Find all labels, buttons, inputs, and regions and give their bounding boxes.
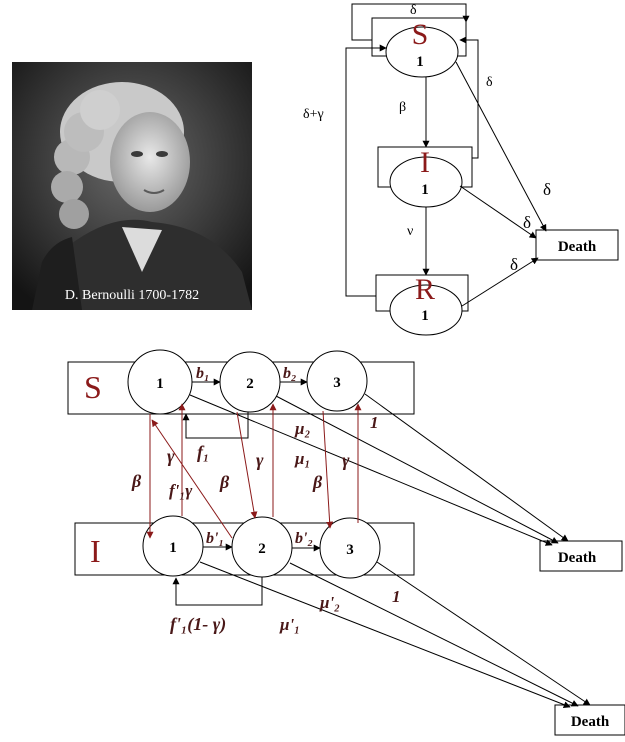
model1-s-death-arrow: [455, 61, 547, 232]
model2-rate-beta-3: β: [312, 472, 323, 492]
model1-s-index: 1: [416, 54, 424, 70]
model2-rate-mu1: μ₁: [294, 449, 310, 468]
model2-s-node-3-label: 3: [333, 375, 341, 391]
model2-rate-gamma-3: γ: [342, 450, 350, 470]
model2-rate-bp2: b'₂: [295, 530, 313, 547]
model2-fp1gamma-arrow: [151, 419, 233, 539]
model1-rate-s-death: δ: [543, 180, 551, 199]
model2-s-node-1-label: 1: [156, 376, 164, 392]
model2-rate-mup2: μ'₂: [319, 593, 340, 612]
model1-i-letter: I: [420, 146, 430, 179]
model2-rate-gamma-2: γ: [256, 450, 264, 470]
portrait-caption: D. Bernoulli 1700-1782: [64, 288, 200, 303]
bernoulli-portrait: D. Bernoulli 1700-1782: [12, 62, 252, 310]
model2-rate-beta-2: β: [219, 472, 230, 492]
model1-s-letter: S: [412, 18, 429, 51]
model2-rate-bp1: b'₁: [206, 530, 224, 547]
model1-s-circle: [385, 26, 459, 78]
model1-i-index: 1: [421, 182, 429, 198]
model2-infection-arrows: [146, 403, 362, 539]
model2-i1-death-arrow: [199, 561, 571, 708]
model2-s1-death-arrow: [189, 394, 553, 546]
model2-rate-b1: b₁: [196, 365, 210, 382]
model2-beta-s3-i3-arrow: [322, 410, 334, 529]
model2-rate-fp1-1mg: f'₁(1- γ): [170, 614, 226, 635]
model1-rate-i-to-r: ν: [407, 224, 413, 239]
model2-rate-mu2: μ₂: [294, 419, 310, 438]
model1-rate-s-to-i: β: [399, 100, 406, 115]
portrait-image: [12, 62, 252, 310]
model1-r-circle: [389, 284, 463, 336]
model2-death-label-2: Death: [571, 714, 610, 730]
model2-s-letter: S: [84, 369, 102, 405]
model1-death-box: [535, 229, 619, 261]
model2-i-node-1-label: 1: [169, 540, 177, 556]
model1-rate-i-death: δ: [523, 213, 531, 232]
model1-i-death-arrow: [459, 185, 537, 239]
model1-rate-r-death: δ: [510, 255, 518, 274]
model2: [67, 349, 625, 736]
model1-rate-top-loop: δ: [410, 3, 417, 18]
model1-right-loop-arrow: [459, 36, 479, 159]
model2-s2-death-arrow: [275, 395, 559, 544]
model2-beta-s2-i2-arrow: [236, 411, 258, 519]
model1-r-letter: R: [415, 273, 435, 306]
model2-rate-beta-1: β: [131, 471, 142, 491]
model2-rate-one-s: 1: [370, 413, 379, 432]
model2-i2-death-arrow: [289, 562, 579, 707]
model1-top-loop-arrow: [351, 3, 470, 41]
model1-r-death-arrow: [461, 257, 539, 307]
model1-rate-left-loop: δ+γ: [303, 107, 324, 122]
model2-rate-mup1: μ'₁: [279, 615, 300, 634]
model2-rate-b2: b₂: [283, 365, 297, 382]
model1-rate-right-loop: δ: [486, 75, 493, 90]
model2-rate-f1: f₁: [197, 442, 209, 462]
model2-s-node-2-label: 2: [246, 376, 254, 392]
model1-r-index: 1: [421, 308, 429, 324]
model1-left-loop-arrow: [345, 44, 387, 297]
model2-i-node-1: [142, 515, 204, 577]
model2-rate-one-i: 1: [392, 587, 401, 606]
model2-s3-death-arrow: [364, 393, 569, 542]
model1-death-label: Death: [558, 239, 597, 255]
model2-death-box-1: [539, 540, 623, 572]
model2-death-label-1: Death: [558, 550, 597, 566]
model2-rate-fp1gamma: f'₁γ: [169, 481, 193, 500]
model2-rate-gamma-1: γ: [167, 446, 175, 466]
model1: [345, 3, 619, 336]
model2-i-node-2-label: 2: [258, 541, 266, 557]
model2-fp1-arrow: [172, 577, 263, 606]
model2-f1-arrow: [182, 412, 249, 439]
model2-i3-death-arrow: [376, 561, 591, 706]
model2-i-node-3-label: 3: [346, 542, 354, 558]
model2-i-letter: I: [90, 533, 101, 569]
